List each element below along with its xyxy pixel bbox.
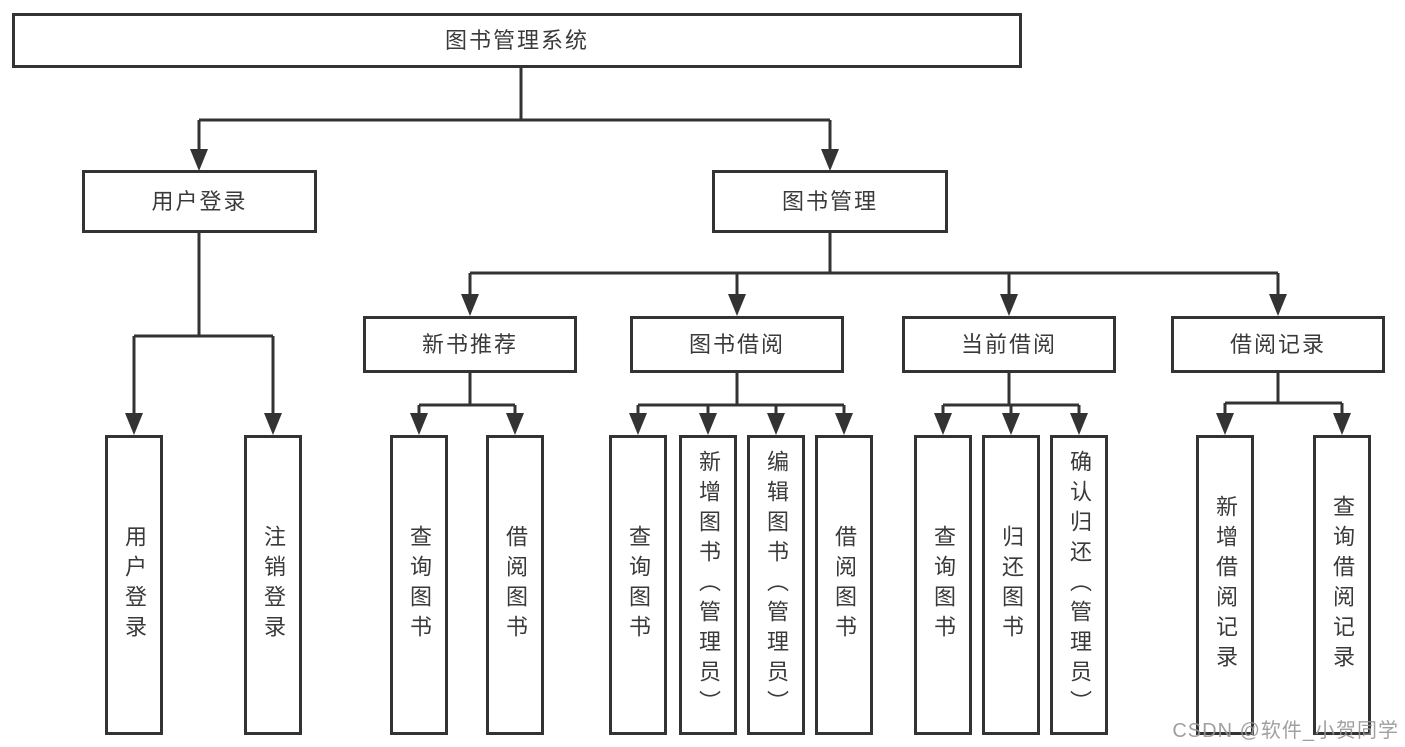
node-book-borrowing: 图书借阅 [630, 316, 844, 373]
leaf-query-borrow-record: 查询借阅记录 [1313, 435, 1371, 735]
node-library-management-system: 图书管理系统 [12, 13, 1022, 68]
leaf-add-books-admin: 新增图书（管理员） [679, 435, 737, 735]
leaf-query-books-recommend: 查询图书 [390, 435, 448, 735]
node-label: 新书推荐 [421, 331, 518, 357]
leaf-borrow-books: 借阅图书 [815, 435, 873, 735]
leaf-return-books: 归还图书 [982, 435, 1040, 735]
node-borrow-records: 借阅记录 [1171, 316, 1385, 373]
node-label: 借阅记录 [1229, 331, 1326, 357]
node-label: 用户登录 [151, 188, 248, 214]
leaf-label: 用户登录 [122, 525, 147, 645]
leaf-label: 注销登录 [261, 525, 286, 645]
leaf-edit-books-admin: 编辑图书（管理员） [747, 435, 805, 735]
leaf-label: 查询图书 [931, 525, 956, 645]
leaf-confirm-return-admin: 确认归还（管理员） [1050, 435, 1108, 735]
node-label: 图书管理系统 [444, 27, 589, 53]
leaf-label: 新增借阅记录 [1213, 495, 1238, 675]
leaf-user-login: 用户登录 [105, 435, 163, 735]
node-user-login: 用户登录 [82, 170, 317, 233]
node-book-management: 图书管理 [712, 170, 948, 233]
node-current-borrowing: 当前借阅 [902, 316, 1116, 373]
csdn-watermark: CSDN @软件_小贺同学 [1172, 720, 1399, 742]
leaf-borrow-books-recommend: 借阅图书 [486, 435, 544, 735]
node-label: 图书借阅 [688, 331, 785, 357]
leaf-label: 确认归还（管理员） [1067, 450, 1092, 720]
leaf-logout: 注销登录 [244, 435, 302, 735]
leaf-query-books-current: 查询图书 [914, 435, 972, 735]
leaf-label: 借阅图书 [832, 525, 857, 645]
leaf-add-borrow-record: 新增借阅记录 [1196, 435, 1254, 735]
node-label: 图书管理 [781, 188, 878, 214]
leaf-label: 查询借阅记录 [1330, 495, 1355, 675]
leaf-label: 编辑图书（管理员） [764, 450, 789, 720]
leaf-label: 新增图书（管理员） [696, 450, 721, 720]
leaf-label: 查询图书 [626, 525, 651, 645]
node-label: 当前借阅 [960, 331, 1057, 357]
leaf-label: 查询图书 [407, 525, 432, 645]
node-new-book-recommend: 新书推荐 [363, 316, 577, 373]
leaf-label: 归还图书 [999, 525, 1024, 645]
leaf-query-books-borrowing: 查询图书 [609, 435, 667, 735]
leaf-label: 借阅图书 [503, 525, 528, 645]
